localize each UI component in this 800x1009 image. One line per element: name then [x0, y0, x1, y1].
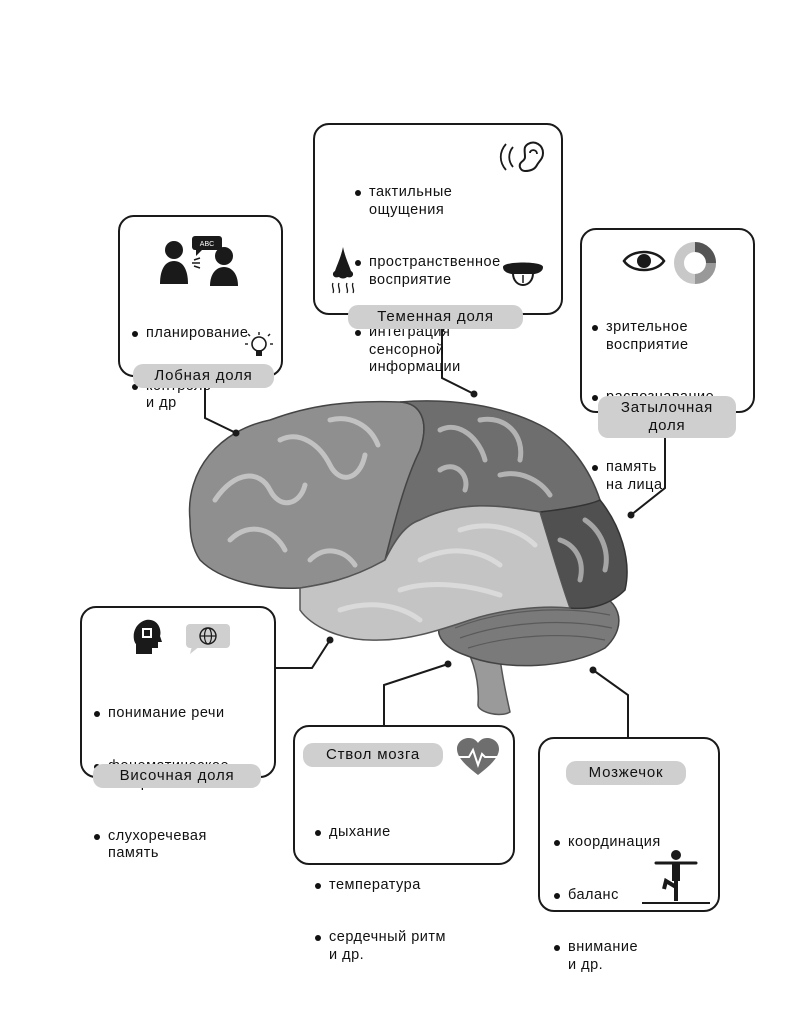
brainstem-connector: [383, 663, 449, 725]
list-item: дыхание: [313, 824, 446, 842]
parietal-connector-dot: [470, 390, 478, 398]
temporal-connector: [276, 639, 331, 669]
temporal-lobe-label: Височная доля: [93, 764, 261, 788]
speech-bubble-text: ABC: [200, 241, 214, 248]
brainstem-functions: дыхание температура сердечный ритм и др.: [313, 789, 446, 999]
balancing-person-icon: [642, 847, 710, 912]
connector-lines: [204, 325, 666, 737]
dialogue-people-icon: ABC: [158, 234, 240, 291]
cerebellum-connector-dot: [589, 666, 597, 674]
cerebellum-label: Мозжечок: [566, 761, 686, 785]
parietal-connector: [441, 325, 475, 395]
head-listening-icon: [130, 616, 164, 661]
list-item: зрительное восприятие: [590, 319, 714, 354]
heart-pulse-icon: [455, 737, 501, 782]
brain-illustration: [188, 400, 628, 716]
brainstem-label: Ствол мозга: [303, 743, 443, 767]
occipital-connector-dot: [627, 511, 635, 519]
list-item: температура: [313, 877, 446, 895]
list-item: внимание и др.: [552, 939, 661, 974]
parietal-lobe-box: тактильные ощущения пространственное вос…: [313, 123, 563, 375]
cerebellum-connector: [592, 669, 629, 737]
ear-icon: [495, 137, 547, 182]
occipital-lobe-label: Затылочная доля: [598, 396, 736, 438]
tongue-taste-icon: [501, 259, 545, 298]
list-item: память на лица: [590, 459, 714, 494]
cerebellum-functions: координация баланс внимание и др.: [552, 799, 661, 1009]
frontal-connector-dot: [232, 429, 240, 437]
occipital-connector: [630, 432, 666, 516]
brainstem-connector-dot: [444, 660, 452, 668]
cerebellum-box: Мозжечок координация баланс внимание и д…: [538, 737, 720, 973]
eye-icon: [622, 246, 666, 281]
frontal-lobe-box: ABC планирование контроль и др: [118, 215, 283, 411]
frontal-lobe-label: Лобная доля: [133, 364, 274, 388]
temporal-connector-dot: [326, 636, 334, 644]
list-item: слухоречевая память: [92, 828, 229, 863]
list-item: координация: [552, 834, 661, 852]
temporal-lobe-box: понимание речи фонематическое восприятие…: [80, 606, 276, 861]
list-item: сердечный ритм и др.: [313, 929, 446, 964]
brainstem-box: Ствол мозга дыхание температура сердечны…: [293, 725, 515, 963]
list-item: интеграция сенсорной информации: [353, 324, 501, 377]
list-item: тактильные ощущения: [353, 184, 501, 219]
globe-speech-icon: [184, 622, 232, 661]
list-item: планирование: [130, 325, 248, 343]
list-item: пространственное восприятие: [353, 254, 501, 289]
color-wheel-icon: [674, 242, 716, 289]
frontal-connector: [204, 382, 237, 434]
nose-smell-icon: [325, 245, 361, 302]
list-item: баланс: [552, 887, 661, 905]
parietal-lobe-label: Теменная доля: [348, 305, 523, 329]
parietal-lobe-functions: тактильные ощущения пространственное вос…: [353, 149, 501, 412]
lightbulb-icon: [244, 331, 274, 366]
list-item: понимание речи: [92, 705, 229, 723]
occipital-lobe-box: зрительное восприятие распознавание цвет…: [580, 228, 755, 493]
